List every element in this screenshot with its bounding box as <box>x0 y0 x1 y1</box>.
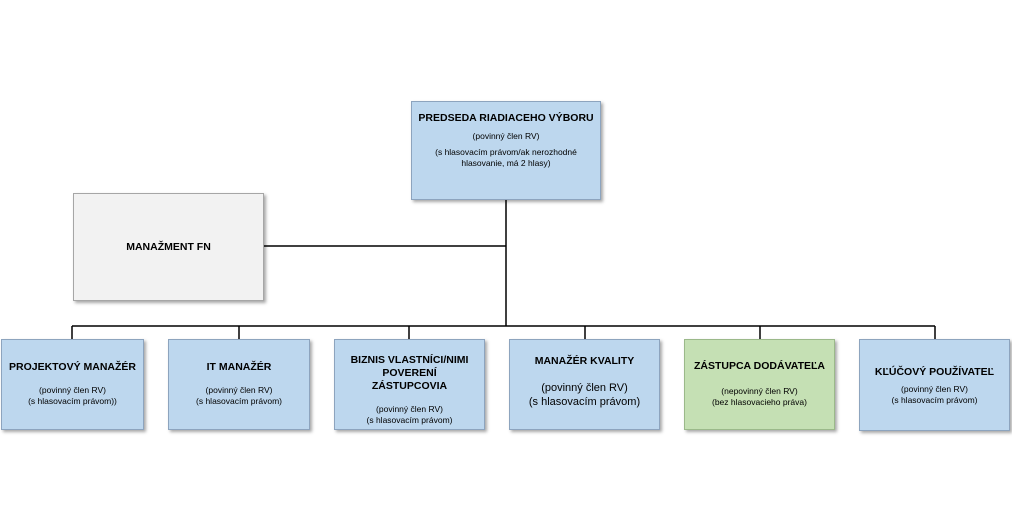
member-title: PROJEKTOVÝ MANAŽÉR <box>9 361 136 373</box>
management-box: MANAŽMENT FN <box>73 193 264 301</box>
member-voting: (s hlasovacím právom) <box>366 415 453 425</box>
member-title: ZÁSTUPCA DODÁVATEĽA <box>693 360 826 372</box>
member-box-it-manager: IT MANAŽÉR (povinný člen RV) (s hlasovac… <box>168 339 310 430</box>
member-box-project-manager: PROJEKTOVÝ MANAŽÉR (povinný člen RV) (s … <box>1 339 144 430</box>
member-membership: (povinný člen RV) <box>901 384 968 394</box>
member-title: MANAŽÉR KVALITY <box>534 355 635 367</box>
member-membership: (povinný člen RV) <box>205 385 273 395</box>
member-box-key-user: KĽÚČOVÝ POUŽÍVATEĽ (povinný člen RV) (s … <box>859 339 1010 431</box>
chair-box: PREDSEDA RIADIACEHO VÝBORU (povinný člen… <box>411 101 601 200</box>
member-box-quality-manager: MANAŽÉR KVALITY (povinný člen RV) (s hla… <box>509 339 660 430</box>
management-title: MANAŽMENT FN <box>126 240 211 253</box>
member-voting: (s hlasovacím právom) <box>196 396 282 406</box>
chair-title: PREDSEDA RIADIACEHO VÝBORU <box>418 112 594 124</box>
member-membership: (povinný člen RV) <box>376 404 443 414</box>
member-box-business-owners: BIZNIS VLASTNÍCI/NIMI POVERENÍ ZÁSTUPCOV… <box>334 339 485 430</box>
member-voting: (bez hlasovacieho práva) <box>712 397 807 407</box>
member-membership: (nepovinný člen RV) <box>721 386 798 396</box>
member-voting: (s hlasovacím právom) <box>528 396 641 408</box>
member-membership: (povinný člen RV) <box>39 385 106 395</box>
member-title: KĽÚČOVÝ POUŽÍVATEĽ <box>874 366 995 378</box>
member-voting: (s hlasovacím právom) <box>891 395 978 405</box>
member-box-supplier-representative: ZÁSTUPCA DODÁVATEĽA (nepovinný člen RV) … <box>684 339 835 430</box>
member-voting: (s hlasovacím právom)) <box>28 396 117 406</box>
member-title: BIZNIS VLASTNÍCI/NIMI POVERENÍ ZÁSTUPCOV… <box>350 354 469 392</box>
chair-voting: (s hlasovacím právom/ak nerozhodné hlaso… <box>435 147 577 168</box>
member-title: IT MANAŽÉR <box>206 361 272 373</box>
chair-membership: (povinný člen RV) <box>472 131 540 141</box>
member-membership: (povinný člen RV) <box>541 382 628 394</box>
